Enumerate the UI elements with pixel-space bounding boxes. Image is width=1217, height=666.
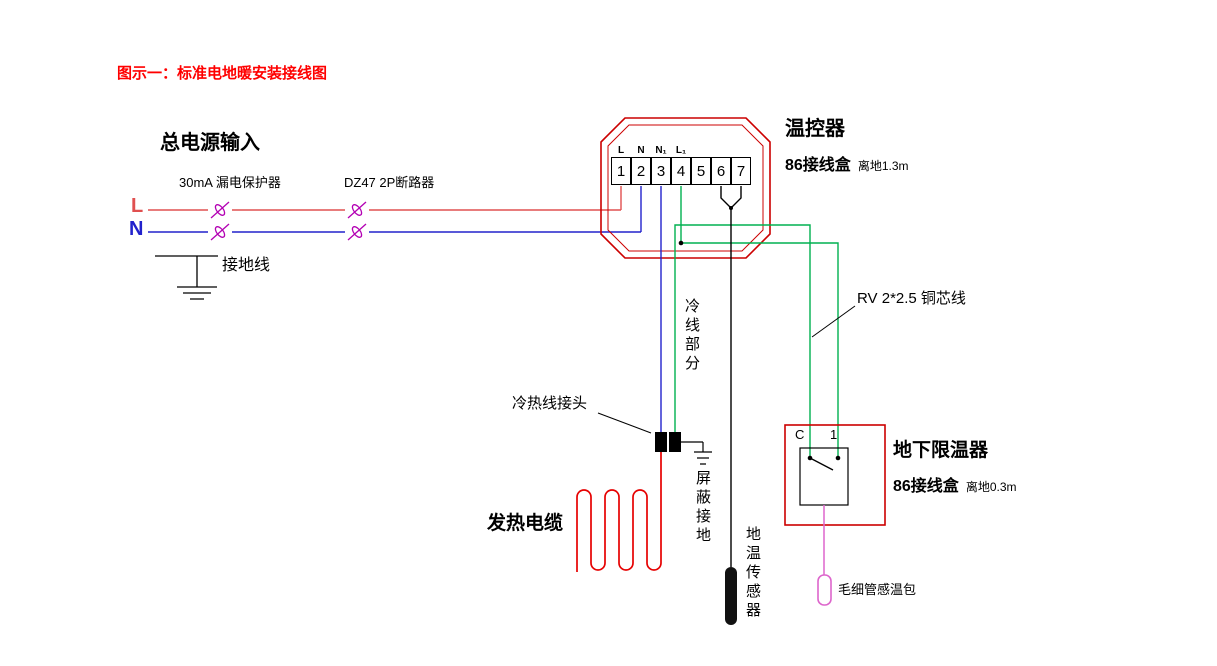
capillary-bulb-label: 毛细管感温包 — [838, 582, 917, 597]
breaker-symbols — [210, 201, 367, 241]
sensor-junction-dot — [729, 206, 733, 210]
terminal-number: 3 — [651, 157, 671, 185]
terminal-number: 7 — [731, 157, 751, 185]
cold-hot-joint-label: 冷热线接头 — [512, 395, 588, 412]
terminal-top-label: L — [617, 145, 625, 156]
capillary-bulb — [817, 574, 832, 606]
terminal-number: 2 — [631, 157, 651, 185]
limiter-inner-box — [799, 447, 849, 506]
heating-cable-path — [576, 452, 662, 572]
thermostat-outline-outer — [600, 117, 771, 259]
thermostat-name: 温控器 — [785, 118, 845, 140]
mcb-label: DZ47 2P断路器 — [344, 175, 435, 190]
joint-connector-blocks — [655, 432, 681, 452]
terminal-number: 1 — [611, 157, 631, 185]
rcd-label: 30mA 漏电保护器 — [179, 175, 281, 190]
thermostat-box-info: 86接线盒 离地1.3m — [785, 157, 909, 175]
shield-ground-symbol — [681, 441, 712, 465]
sensor-probe — [725, 567, 737, 625]
limiter-return-green-wire — [674, 224, 811, 458]
l-phase-label: L — [131, 195, 144, 217]
terminal-cell-7: 7 — [731, 144, 751, 185]
thermostat-box-label: 86接线盒 — [785, 157, 851, 174]
floor-sensor-label: 地温传感器 — [744, 526, 761, 621]
terminal-cell-4: L₁ 4 — [671, 144, 691, 185]
limiter-height-label: 离地0.3m — [965, 480, 1017, 494]
ground-wire-label: 接地线 — [222, 257, 271, 274]
n-wire — [148, 186, 642, 233]
sensor-wire — [720, 186, 742, 567]
joint-leader-line — [597, 412, 652, 434]
l1-green-wire — [680, 186, 839, 458]
rv-wire-label: RV 2*2.5 铜芯线 — [857, 290, 966, 307]
l-wire — [148, 186, 622, 211]
earth-symbol — [155, 255, 218, 300]
terminal-number: 4 — [671, 157, 691, 185]
limiter-name: 地下限温器 — [893, 440, 989, 461]
terminal-top-label: N — [637, 145, 645, 156]
limiter-terminal-1-label: 1 — [830, 427, 838, 442]
terminal-cell-1: L 1 — [611, 144, 631, 185]
n-neutral-label: N — [129, 218, 144, 240]
heating-cable-label: 发热电缆 — [487, 513, 564, 534]
limiter-switch-symbol — [807, 455, 841, 471]
cold-wire-section-label: 冷线部分 — [683, 298, 700, 374]
limiter-terminal-c-label: C — [795, 427, 805, 442]
terminal-number: 5 — [691, 157, 711, 185]
terminal-cell-5: 5 — [691, 144, 711, 185]
terminal-strip: L 1 N 2 N₁ 3 L₁ 4 5 6 7 — [611, 144, 751, 185]
junction-dot — [678, 240, 684, 246]
thermostat-outline-inner — [607, 124, 764, 252]
terminal-cell-2: N 2 — [631, 144, 651, 185]
rv-leader-line — [811, 305, 856, 338]
terminal-cell-6: 6 — [711, 144, 731, 185]
terminal-number: 6 — [711, 157, 731, 185]
thermostat-height-label: 离地1.3m — [857, 159, 909, 173]
page-title-prefix: 图示一： — [117, 65, 178, 82]
terminal-cell-3: N₁ 3 — [651, 144, 671, 185]
terminal-top-label: L₁ — [675, 145, 687, 156]
terminal-top-label: N₁ — [655, 145, 667, 156]
shield-ground-label: 屏蔽接地 — [694, 470, 711, 546]
limiter-box-label: 86接线盒 — [893, 478, 959, 495]
page-title-text: 标准电地暖安装接线图 — [177, 65, 328, 82]
page-title: 图示一：标准电地暖安装接线图 — [117, 65, 327, 82]
limiter-outline — [784, 424, 886, 526]
limiter-box-info: 86接线盒 离地0.3m — [893, 478, 1017, 496]
power-input-heading: 总电源输入 — [160, 132, 260, 154]
